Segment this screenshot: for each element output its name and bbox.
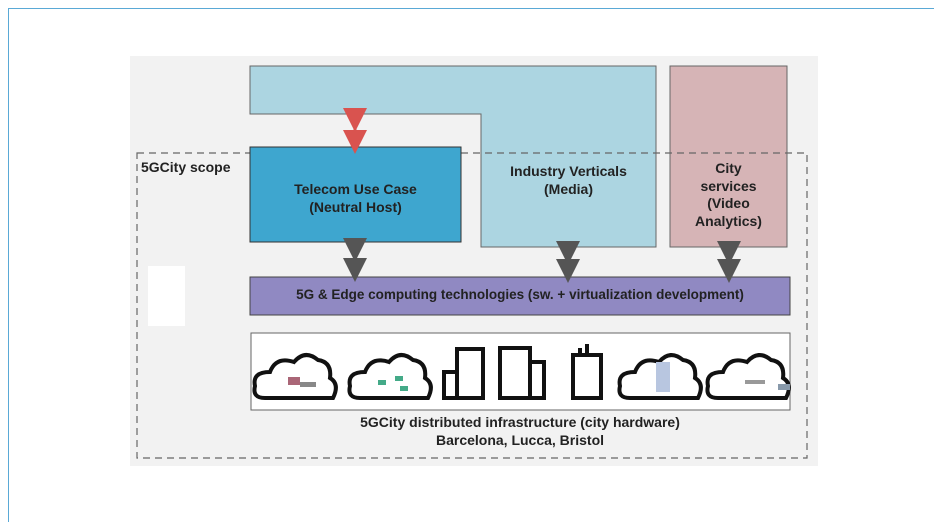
edge-bar-label: 5G & Edge computing technologies (sw. + … xyxy=(296,287,744,302)
infra-title: 5GCity distributed infrastructure (city … xyxy=(360,414,680,430)
verticals-title: Industry Verticals xyxy=(510,163,627,179)
cloud-icon xyxy=(705,353,791,400)
verticals-label: Industry Verticals (Media) xyxy=(481,163,656,198)
cloud-icon xyxy=(617,353,703,400)
city-line-1: City xyxy=(715,160,742,176)
verticals-subtitle: (Media) xyxy=(544,180,593,197)
infra-locations: Barcelona, Lucca, Bristol xyxy=(435,431,605,448)
city-services-label: City services (Video Analytics) xyxy=(670,160,787,230)
city-services-box xyxy=(669,65,788,248)
city-line-2: services xyxy=(700,177,757,194)
edge-computing-bar xyxy=(249,276,791,316)
cloud-icon xyxy=(252,353,338,400)
telecom-subtitle: (Neutral Host) xyxy=(309,198,402,215)
city-line-3: (Video xyxy=(707,195,750,211)
city-line-4: Analytics) xyxy=(695,212,762,229)
slide-frame xyxy=(8,8,934,522)
telecom-label: Telecom Use Case (Neutral Host) xyxy=(250,181,461,216)
cloud-icon xyxy=(347,353,433,400)
scope-dashed-border xyxy=(136,152,808,459)
telecom-title: Telecom Use Case xyxy=(294,181,417,197)
telecom-box xyxy=(249,146,462,243)
blank-patch xyxy=(148,266,185,326)
scope-label: 5GCity scope xyxy=(141,159,231,175)
infra-label: 5GCity distributed infrastructure (city … xyxy=(250,414,790,449)
city-buildings-icon xyxy=(442,344,603,400)
